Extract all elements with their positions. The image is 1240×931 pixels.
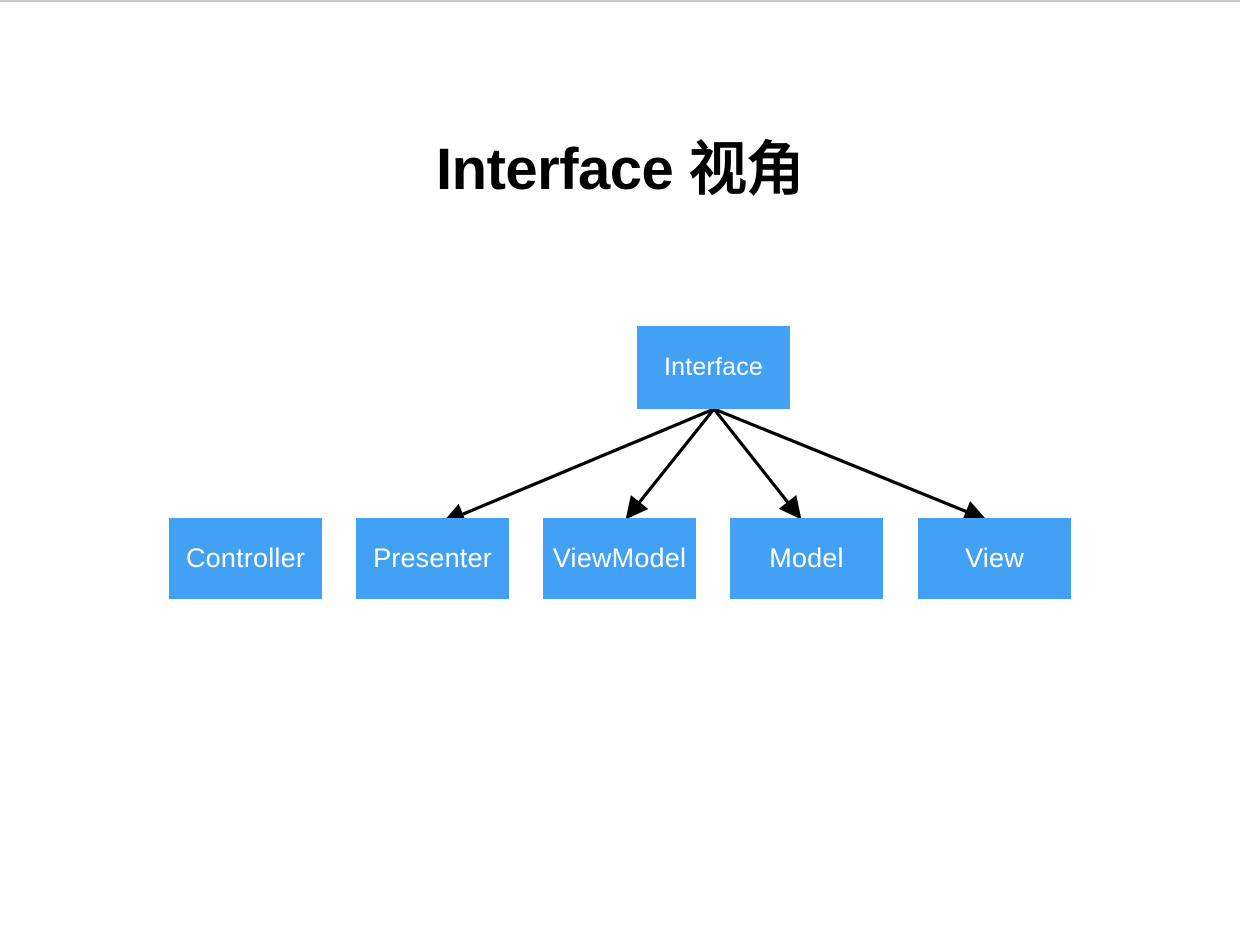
edge-interface-to-viewmodel xyxy=(625,408,716,520)
node-interface-label: Interface xyxy=(663,353,764,381)
node-presenter[interactable]: Presenter xyxy=(356,518,509,599)
node-viewmodel-label: ViewModel xyxy=(552,543,687,573)
node-view[interactable]: View xyxy=(918,518,1071,599)
node-viewmodel[interactable]: ViewModel xyxy=(543,518,696,599)
page-title: Interface 视角 xyxy=(436,137,804,202)
edge-interface-to-model xyxy=(712,408,802,520)
edge-interface-to-presenter xyxy=(442,407,715,525)
top-divider xyxy=(0,0,1240,2)
node-presenter-label: Presenter xyxy=(373,543,492,573)
node-controller-label: Controller xyxy=(185,543,306,573)
edge-interface-to-view xyxy=(713,407,987,522)
node-model[interactable]: Model xyxy=(730,518,883,599)
node-model-label: Model xyxy=(769,543,844,573)
edge-group xyxy=(442,407,987,525)
node-controller[interactable]: Controller xyxy=(169,518,322,599)
node-view-label: View xyxy=(965,543,1024,573)
node-interface[interactable]: Interface xyxy=(637,326,790,409)
